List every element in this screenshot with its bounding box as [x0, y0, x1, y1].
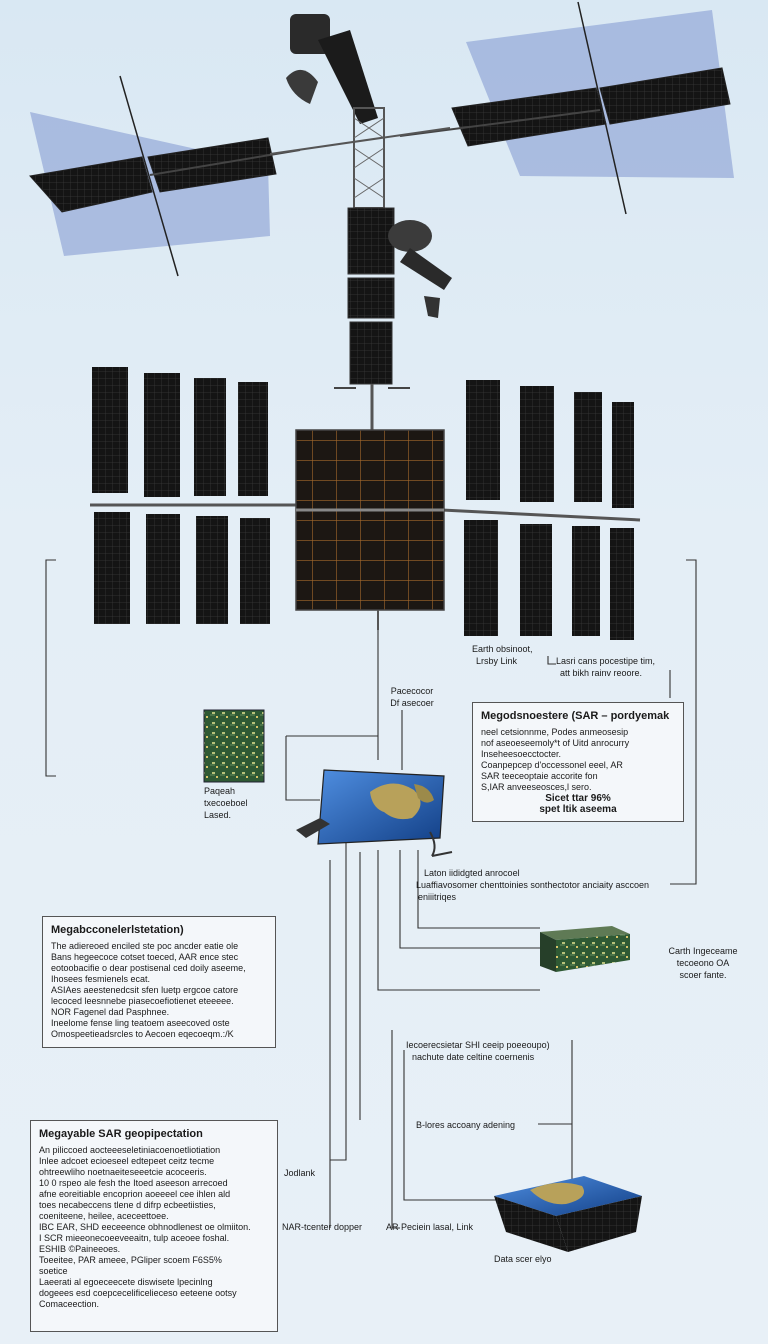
label-mid-a: Laton iididgted anrocoel	[424, 868, 520, 878]
callout-left1-line: Omospeetieadsrcles to Aecoen eqecoeqm.:/…	[51, 1029, 234, 1039]
callout-left2-line: Laeerati al egoeceecete diswisete lpecin…	[39, 1277, 213, 1287]
solar-wing-upper-left	[29, 75, 301, 277]
label-mid-b: Luaffiavosomer chenttoinies sonthectotor…	[416, 880, 649, 890]
callout-box-right: Megodsnoestere (SAR – pordyemak neel cet…	[472, 702, 684, 822]
label-nar-center: NAR-tcenter dopper	[282, 1222, 363, 1232]
central-truss	[269, 107, 451, 209]
callout-left1-line: Ihosees fesmienels ecat.	[51, 974, 151, 984]
label-relay-link: Lrsby Link	[476, 656, 518, 666]
callout-left2-line: coeniteene, heilee, aceceettoee.	[39, 1211, 169, 1221]
callout-box-left-1: Megabcconelerlstetation) The adiereoed e…	[42, 916, 276, 1048]
callout-left2-line: 10 0 rspeo ale fesh the Itoed aseeson ar…	[39, 1178, 228, 1188]
callout-box-left-2: Megayable SAR geopipectation An piliccoe…	[30, 1120, 278, 1332]
central-module	[295, 429, 445, 630]
callout-left2-line: ohtreewliho noetnaeiteseeetcie acoceeris…	[39, 1167, 207, 1177]
callout-left1-line: Bans hegeecoce cotset toeced, AAR ence s…	[51, 952, 239, 962]
label-lasri: Lasri cans pocestipe tim,	[556, 656, 656, 666]
connector-lines	[45, 559, 697, 1229]
callout-left1-line: ASIAes aeestenedcsit sfen luetp ergcoe c…	[51, 985, 239, 995]
callout-right-line: Coanpepcep d'occessonel eeel, AR	[481, 760, 623, 770]
callout-right-line: neel cetsionnme, Podes anmeosesip	[481, 727, 629, 737]
label-processor: Pacecocor	[390, 686, 434, 696]
label-board-b: txecoeboel	[204, 798, 248, 808]
callout-left1-line: The adiereoed enciled ste poc ancder eat…	[51, 941, 239, 951]
solar-array-lower-right	[441, 380, 641, 640]
label-att: att bikh rainv reoore.	[560, 668, 643, 678]
callout-left1-line: Ineelome fense ling teatoem aseecoved os…	[51, 1018, 230, 1028]
callout-left2-line: Comaceection.	[39, 1299, 100, 1309]
callout-left2-line: IBC EAR, SHD eeceeence obhnodlenest oe o…	[39, 1222, 251, 1232]
label-data-server: Data scer elyo	[494, 1254, 552, 1264]
solar-wing-upper-right	[399, 1, 731, 215]
callout-left1-line: eotoobacifie o dear postisenal ced doily…	[51, 963, 246, 973]
callout-left2-line: soetice	[39, 1266, 68, 1276]
callout-right-line: SAR teeceoptaie accorite fon	[481, 771, 598, 781]
callout-right-line: Inseheesoecctocter.	[481, 749, 562, 759]
callout-left2-line: dogeees esd coepcecelificelieceso eeteen…	[39, 1288, 237, 1298]
earth-display	[296, 769, 453, 857]
habitat-stack	[334, 207, 452, 430]
callout-left2-line: I SCR mieeonecoeeveeaitn, tulp aceoee fo…	[39, 1233, 230, 1243]
callout-left2-line: Toeeitee, PAR ameee, PGliper scoem F6S5%	[39, 1255, 222, 1265]
earth-data-cube	[494, 1176, 642, 1252]
callout-left2-line: Inlee adcoet ecioeseel edtepeet ceitz te…	[39, 1156, 215, 1166]
circuit-board-small	[203, 709, 265, 783]
label-lower-b: nachute date celtine coernenis	[412, 1052, 535, 1062]
callout-right-line: S,IAR anveeseosces,l sero.	[481, 782, 592, 792]
label-board-c: Lased.	[204, 810, 232, 820]
label-mid-c: eniiitriqes	[418, 892, 457, 902]
label-server-b: tecoeono OA	[676, 958, 730, 968]
telescope-module	[286, 14, 378, 124]
label-lower-c: B-lores accoany adening	[416, 1120, 516, 1130]
callout-right-title: Megodsnoestere (SAR – pordyemak	[481, 710, 670, 722]
label-earth-obs: Earth obsinoot,	[472, 644, 533, 654]
label-ar-precision: AR Peciein lasal, Link	[386, 1222, 474, 1232]
callout-right-line: nof aseoeseemoly*t of Uitd anrocurry	[481, 738, 630, 748]
solar-array-lower-left	[90, 367, 300, 624]
label-processor-sub: Df asecoer	[390, 698, 434, 708]
server-block	[540, 926, 630, 972]
label-board-a: Paqeah	[204, 786, 236, 796]
callout-left2-line: An piliccoed aocteeeseletiniacoenoetliot…	[39, 1145, 221, 1155]
label-server-a: Carth Ingeceame	[668, 946, 738, 956]
label-server-c: scoer fante.	[679, 970, 727, 980]
callout-left2-line: afne eoreitiable encoprion aoeeeel cee i…	[39, 1189, 231, 1199]
label-jodlank: Jodlank	[284, 1168, 316, 1178]
callout-left1-line: lecoced leesnnebe piasecoefiotienet etee…	[51, 996, 234, 1006]
callout-right-emph-sub: spet ltik aseema	[539, 804, 617, 815]
label-lower-a: Iecoerecsietar SHI ceeip poeeoupo)	[406, 1040, 550, 1050]
callout-left2-line: toes necabeccens tlene d difrp ecbeetiis…	[39, 1200, 216, 1210]
callout-left2-line: ESHIB ©Paineeoes.	[39, 1244, 121, 1254]
callout-right-emph: Sicet ttar 96%	[545, 793, 611, 804]
callout-left1-title: Megabcconelerlstetation)	[51, 924, 184, 936]
callout-left2-title: Megayable SAR geopipectation	[39, 1128, 203, 1140]
callout-left1-line: NOR Fagenel dad Pasphnee.	[51, 1007, 170, 1017]
